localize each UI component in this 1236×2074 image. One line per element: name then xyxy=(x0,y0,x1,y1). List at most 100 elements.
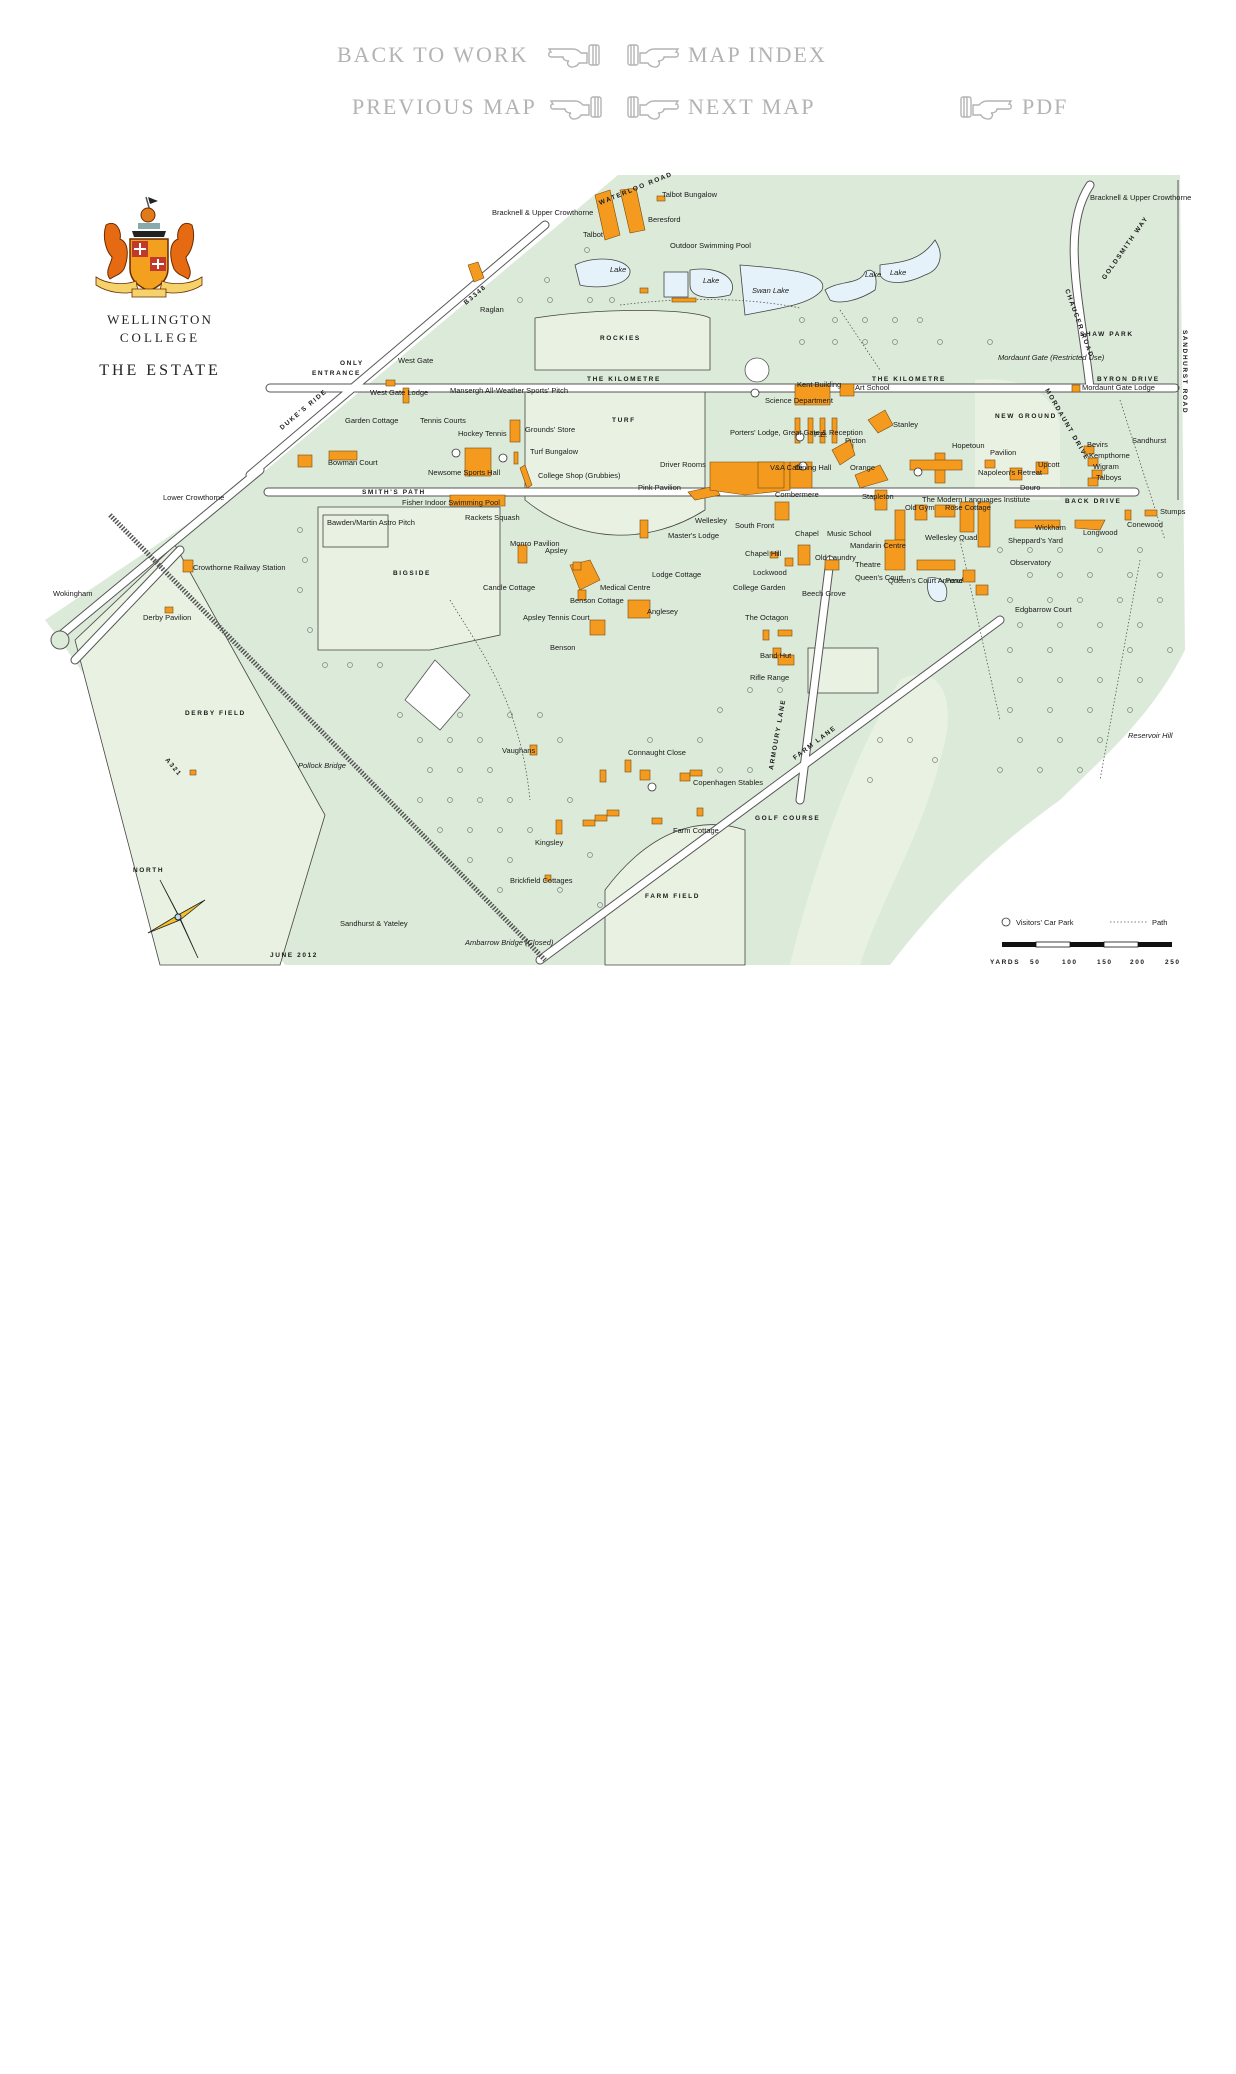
building-label: Benson xyxy=(550,643,575,652)
building-label: Tennis Courts xyxy=(420,416,466,425)
building-label: West Gate xyxy=(398,356,433,365)
pointing-hand-left-icon[interactable] xyxy=(547,94,607,120)
building-label: Hopetoun xyxy=(952,441,985,450)
date-label: JUNE 2012 xyxy=(270,952,318,959)
building-label: Chapel xyxy=(795,529,819,538)
building-label: V&A Café xyxy=(770,463,803,472)
building-label: Lodge Cottage xyxy=(652,570,701,579)
building-label: Connaught Close xyxy=(628,748,686,757)
building-label: Anglesey xyxy=(647,607,678,616)
building-label: Kingsley xyxy=(535,838,564,847)
building-label: Lockwood xyxy=(753,568,787,577)
building-label: Beech Grove xyxy=(802,589,846,598)
pointing-hand-right-icon[interactable] xyxy=(622,94,682,120)
road-label: SHAW PARK xyxy=(1080,331,1134,338)
building-label: Stumps xyxy=(1160,507,1186,516)
scale-tick: 50 xyxy=(1030,959,1040,966)
road-label: BYRON DRIVE xyxy=(1097,376,1160,383)
building-label: Candle Cottage xyxy=(483,583,535,592)
pointing-hand-left-icon[interactable] xyxy=(545,42,605,68)
building-label: Rackets Squash xyxy=(465,513,520,522)
building-label: Wellesley Quad xyxy=(925,533,977,542)
building-label: Derby Pavilion xyxy=(143,613,191,622)
building-label: Pavilion xyxy=(990,448,1016,457)
building-label: Driver Rooms xyxy=(660,460,706,469)
pointing-hand-right-icon[interactable] xyxy=(955,94,1015,120)
building-label: Old Laundry xyxy=(815,553,856,562)
building-label: Beresford xyxy=(648,215,681,224)
building-label: Wigram xyxy=(1093,462,1119,471)
building-label: Theatre xyxy=(855,560,881,569)
area-label: GOLF COURSE xyxy=(755,815,820,822)
building-label: West Gate Lodge xyxy=(370,388,428,397)
building-label: Newsome Sports Hall xyxy=(428,468,500,477)
building-label: Farm Cottage xyxy=(673,826,719,835)
building-label: Science Department xyxy=(765,396,834,405)
area-label: ROCKIES xyxy=(600,335,641,342)
building-label: Monro Pavilion xyxy=(510,539,560,548)
back-to-work-link[interactable]: BACK TO WORK xyxy=(337,42,529,67)
direction-label: Sandhurst & Yateley xyxy=(340,919,408,928)
lake-label: Pond xyxy=(945,576,963,585)
direction-label: Bracknell & Upper Crowthorne xyxy=(492,208,593,217)
building-label: Old Gym xyxy=(905,503,935,512)
scale-bar xyxy=(1002,941,1172,948)
building-label: Talbot Bungalow xyxy=(662,190,718,199)
building-label: Raglan xyxy=(480,305,504,314)
building-label: Sheppard's Yard xyxy=(1008,536,1063,545)
direction-label: Lower Crowthorne xyxy=(163,493,224,502)
entrance-label: ONLY xyxy=(340,360,364,367)
building-label: Mansergh All-Weather Sports' Pitch xyxy=(450,386,568,395)
gate-label: Mordaunt Gate (Restricted Use) xyxy=(998,353,1105,362)
building-label: Music School xyxy=(827,529,872,538)
lake-label: Lake xyxy=(890,268,906,277)
building-label: Turf Bungalow xyxy=(530,447,579,456)
building-label: Napoleon's Retreat xyxy=(978,468,1043,477)
building-label: Stapleton xyxy=(862,492,894,501)
college-crest-icon xyxy=(95,196,203,298)
entrance-label: ENTRANCE xyxy=(312,370,361,377)
next-map-link[interactable]: NEXT MAP xyxy=(688,94,816,119)
area-label: Reservoir Hill xyxy=(1128,731,1173,740)
building-label: Grounds' Store xyxy=(525,425,575,434)
building-label: Kempthorne xyxy=(1089,451,1130,460)
scale-tick: 250 xyxy=(1165,959,1181,966)
direction-label: Wokingham xyxy=(53,589,92,598)
building-label: Mordaunt Gate Lodge xyxy=(1082,383,1155,392)
scale-tick: 150 xyxy=(1097,959,1113,966)
compass-rose-icon: NORTH xyxy=(133,867,206,959)
road-label: SANDHURST ROAD xyxy=(1181,330,1188,414)
building-label: Medical Centre xyxy=(600,583,650,592)
building-label: The Octagon xyxy=(745,613,788,622)
building-label: Longwood xyxy=(1083,528,1118,537)
building-label: Orange xyxy=(850,463,875,472)
building-label: Observatory xyxy=(1010,558,1051,567)
map-index-link[interactable]: MAP INDEX xyxy=(688,42,827,67)
building-label: College Garden xyxy=(733,583,786,592)
building-label: Chapel Hill xyxy=(745,549,782,558)
pointing-hand-right-icon[interactable] xyxy=(622,42,682,68)
building-label: Brickfield Cottages xyxy=(510,876,573,885)
lake-label: Lake xyxy=(610,265,626,274)
building-label: Talboys xyxy=(1096,473,1122,482)
building-label: Queen's Court xyxy=(855,573,904,582)
building-label: Picton xyxy=(845,436,866,445)
building-label: Conewood xyxy=(1127,520,1163,529)
building-label: South Front xyxy=(735,521,775,530)
building-label: Queen's Court Annexe xyxy=(888,576,963,585)
direction-label: Bracknell & Upper Crowthorne xyxy=(1090,193,1191,202)
pdf-link[interactable]: PDF xyxy=(1022,94,1069,119)
building-label: Wickham xyxy=(1035,523,1066,532)
svg-text:NORTH: NORTH xyxy=(133,867,164,874)
building-label: Talbot xyxy=(583,230,604,239)
scale-tick: 200 xyxy=(1130,959,1146,966)
institution-name-line2: COLLEGE xyxy=(119,330,201,345)
road-label: SMITH'S PATH xyxy=(362,489,426,496)
previous-map-link[interactable]: PREVIOUS MAP xyxy=(352,94,537,119)
building-label: The Modern Languages Institute xyxy=(922,495,1030,504)
scale-tick: 100 xyxy=(1062,959,1078,966)
building-label: Combermere xyxy=(775,490,819,499)
building-label: Mandarin Centre xyxy=(850,541,906,550)
building-label: Rifle Range xyxy=(750,673,789,682)
building-label: Dining Hall xyxy=(795,463,832,472)
